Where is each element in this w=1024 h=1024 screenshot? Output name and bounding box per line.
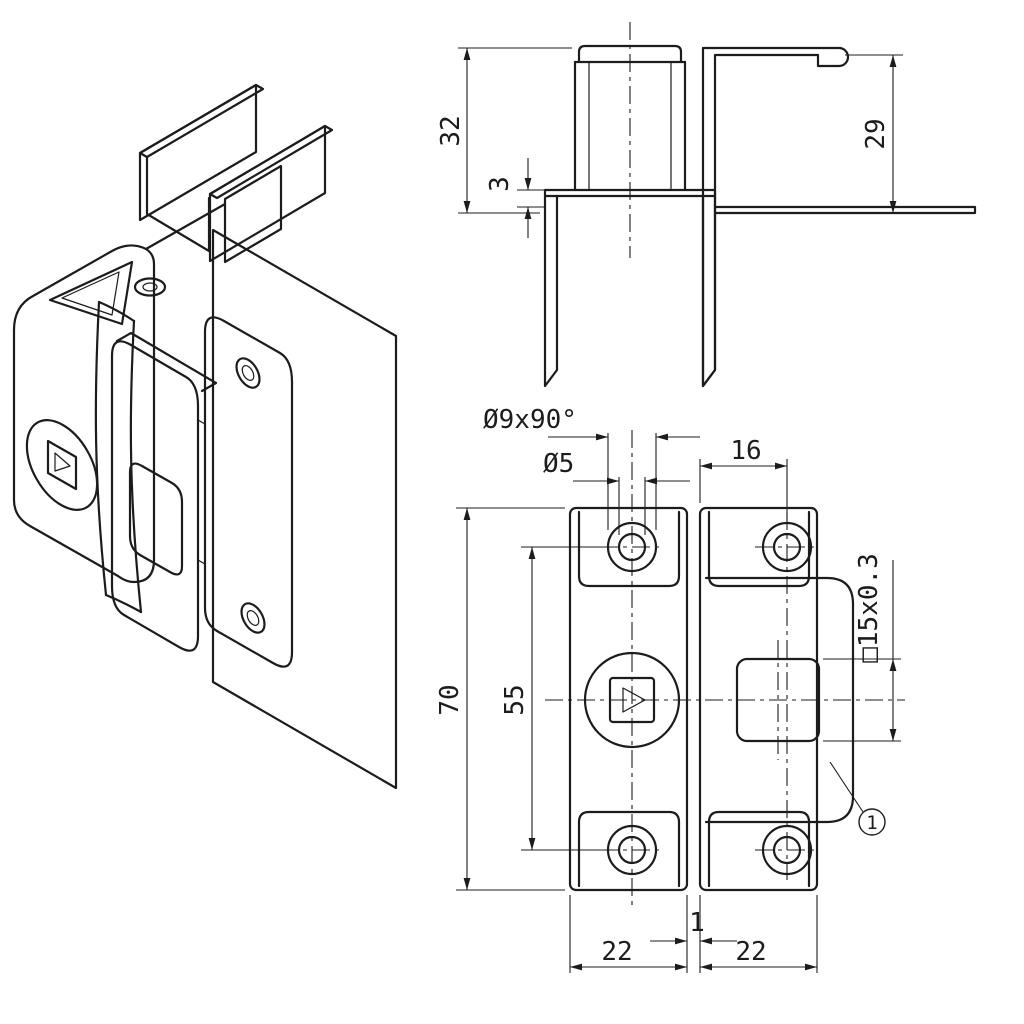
screw-countersink-top-right xyxy=(761,521,813,573)
housing-outline xyxy=(12,244,156,584)
screw-countersink-bottom-right xyxy=(761,824,813,876)
balloon-callout: 1 xyxy=(829,761,886,836)
right-plate-top-boss xyxy=(707,510,811,588)
housing-screw-countersink xyxy=(133,277,167,297)
spring-leg-left xyxy=(543,194,559,388)
dim-width-right-22: 22 xyxy=(700,895,818,973)
housing-pocket-inner xyxy=(61,271,120,316)
right-plate-bottom-boss xyxy=(707,810,811,888)
top-view: 32 3 29 xyxy=(436,22,977,388)
plate-screw-hole-top xyxy=(241,365,255,381)
plate-screw-countersink-bottom xyxy=(240,602,266,634)
housing-screw-hole xyxy=(142,282,158,292)
flap-outline xyxy=(110,340,200,652)
isometric-view xyxy=(12,83,398,790)
channel-wall-top-face xyxy=(138,83,265,159)
channel-wall2-outer xyxy=(208,124,327,263)
dim-label-29: 29 xyxy=(861,118,891,149)
actuator-boss-ellipse xyxy=(25,419,99,511)
flap-top-sliver xyxy=(115,331,218,393)
dim-label-55: 55 xyxy=(500,684,530,715)
screw-countersink-bottom-left xyxy=(606,824,658,876)
screw-hole-top-right xyxy=(772,532,802,562)
dim-height-29: 29 xyxy=(845,54,903,213)
dim-label-22-left: 22 xyxy=(601,937,632,967)
plate-screw-countersink-top xyxy=(235,357,261,389)
housing-top-edge xyxy=(144,202,227,251)
strap-top xyxy=(97,300,136,323)
sheet-edge xyxy=(713,205,977,215)
dim-overall-height-70: 70 xyxy=(435,507,565,891)
dim-label-22-right: 22 xyxy=(735,937,766,967)
housing-pocket-outer xyxy=(48,260,134,326)
flap-recess xyxy=(128,462,184,576)
body-cap xyxy=(577,44,683,64)
strap-bottom xyxy=(104,593,143,614)
strap-edge-right xyxy=(129,319,143,614)
actuator-triangle xyxy=(54,452,71,472)
channel-wall2-top-face xyxy=(208,124,334,200)
screw-hole-top-left xyxy=(617,532,647,562)
balloon-leader xyxy=(829,761,864,813)
bracket-tab xyxy=(223,164,283,264)
hole-spec: Ø5 xyxy=(543,449,574,479)
left-plate-bottom-boss xyxy=(577,810,681,888)
dim-countersink: Ø9x90° xyxy=(483,405,700,530)
panel-outline xyxy=(211,228,398,790)
mount-plate-outline xyxy=(203,316,294,668)
channel-inner-edge xyxy=(145,155,211,253)
balloon-circle xyxy=(858,808,886,836)
screw-hole-bottom-right xyxy=(772,835,802,865)
dim-height-32: 32 xyxy=(436,47,572,214)
left-plate-top-boss xyxy=(577,510,681,588)
front-view: 70 55 Ø9x90° Ø5 16 xyxy=(435,405,905,973)
right-plate-outline xyxy=(698,506,819,892)
dim-offset-3: 3 xyxy=(485,158,545,238)
channel-wall-outer xyxy=(138,83,258,222)
dim-hole-spacing-55: 55 xyxy=(500,546,600,851)
spring-leg-right xyxy=(701,194,717,388)
dim-label-16: 16 xyxy=(730,436,761,466)
dim-label-70: 70 xyxy=(435,684,465,715)
balloon-label: 1 xyxy=(866,812,877,834)
dim-label-32: 32 xyxy=(436,115,466,146)
dim-label-1: 1 xyxy=(689,908,705,938)
left-plate-outline xyxy=(568,506,689,892)
countersink-spec: Ø9x90° xyxy=(483,405,577,435)
dim-hole-offset-16: 16 xyxy=(699,436,788,520)
actuator-square xyxy=(46,439,78,491)
strap-edge-left xyxy=(94,300,108,597)
actuator-square-front xyxy=(608,676,656,724)
flap-plate-joint xyxy=(197,419,206,565)
flange xyxy=(543,188,717,198)
dim-width-left-22: 22 xyxy=(569,895,687,973)
actuator-triangle-front xyxy=(622,687,646,713)
hook-bracket xyxy=(701,46,850,388)
plate-screw-hole-bottom xyxy=(246,610,260,626)
dim-square-15: □15x0.3 xyxy=(823,553,901,742)
actuator-circle xyxy=(583,651,681,749)
keeper-square-hole xyxy=(735,657,821,743)
square-spec: □15x0.3 xyxy=(854,553,884,663)
screw-countersink-top-left xyxy=(606,521,658,573)
screw-hole-bottom-left xyxy=(617,835,647,865)
dim-hole-dia: Ø5 xyxy=(543,449,690,535)
dim-label-3: 3 xyxy=(485,176,515,192)
keeper-outline xyxy=(704,576,855,824)
dim-gap-1: 1 xyxy=(650,895,737,973)
